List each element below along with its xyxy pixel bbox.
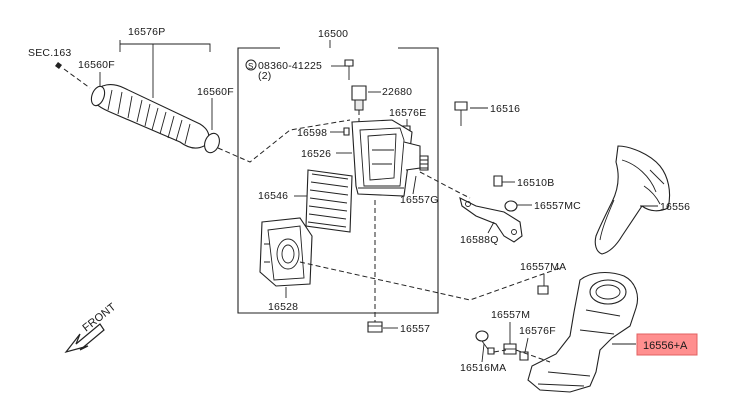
air-cleaner-upper-case-16526	[351, 119, 421, 197]
label-22680[interactable]: 22680	[382, 86, 412, 98]
hose-clamp-left	[90, 85, 106, 107]
air-filter-element-16546	[305, 169, 353, 233]
dash-box-to-resonator	[299, 261, 561, 301]
intake-duct-16576P	[92, 84, 210, 149]
grommet-16557MC	[504, 200, 518, 212]
label-16557M[interactable]: 16557M	[491, 309, 530, 321]
dash-duct-to-box	[217, 119, 351, 163]
part-16598	[343, 127, 350, 136]
air-cleaner-lower-case-16528	[259, 217, 313, 287]
label-08360-41225[interactable]: 08360-41225	[258, 60, 322, 72]
part-16510B	[493, 175, 503, 187]
grommet-16557	[367, 321, 383, 333]
air-duct-16556	[594, 145, 671, 255]
maf-sensor-22680	[351, 85, 367, 122]
label-16557MC[interactable]: 16557MC	[534, 200, 581, 212]
label-16598[interactable]: 16598	[297, 127, 327, 139]
label-16576P[interactable]: 16576P	[128, 26, 165, 38]
label-16556[interactable]: 16556	[660, 201, 690, 213]
hose-clamp-right	[204, 132, 220, 154]
label-sec-163[interactable]: SEC.163	[28, 47, 71, 59]
label-16516[interactable]: 16516	[490, 103, 520, 115]
label-16557MA[interactable]: 16557MA	[520, 261, 566, 273]
resonator-16556A	[527, 271, 639, 393]
label-16556-plus-A[interactable]: 16556+A	[643, 340, 688, 352]
dash-16516MA	[493, 349, 507, 353]
label-screw-qty[interactable]: (2)	[258, 70, 271, 82]
bracket-16588Q	[459, 196, 523, 243]
clip-16557G	[419, 155, 429, 171]
label-16510B[interactable]: 16510B	[517, 177, 554, 189]
label-16526[interactable]: 16526	[301, 148, 331, 160]
front-arrow-icon	[64, 323, 105, 354]
label-16560F-left[interactable]: 16560F	[78, 59, 115, 71]
label-16528[interactable]: 16528	[268, 301, 298, 313]
dash-sec163	[63, 68, 91, 89]
highlight-box-16556A[interactable]	[636, 333, 698, 356]
label-16500[interactable]: 16500	[318, 28, 348, 40]
bolt-16516	[454, 101, 468, 126]
label-16546[interactable]: 16546	[258, 190, 288, 202]
grommet-16557MA	[537, 285, 549, 295]
label-16576E[interactable]: 16576E	[389, 107, 426, 119]
grommet-16557M	[503, 343, 517, 355]
label-16576F[interactable]: 16576F	[519, 325, 556, 337]
screw-part	[344, 59, 354, 80]
label-16588Q[interactable]: 16588Q	[460, 234, 499, 246]
dash-16557M	[515, 349, 551, 363]
svg-text:S: S	[248, 62, 253, 71]
label-16557[interactable]: 16557	[400, 323, 430, 335]
label-16560F-right[interactable]: 16560F	[197, 86, 234, 98]
assembly-box-16500	[237, 47, 439, 314]
screw-symbol-icon: S	[245, 59, 257, 71]
label-16557G[interactable]: 16557G	[400, 194, 439, 206]
bolt-16516MA	[475, 330, 495, 355]
clip-icon	[55, 62, 62, 69]
dash-box-to-bracket	[419, 171, 471, 199]
label-16516MA[interactable]: 16516MA	[460, 362, 506, 374]
